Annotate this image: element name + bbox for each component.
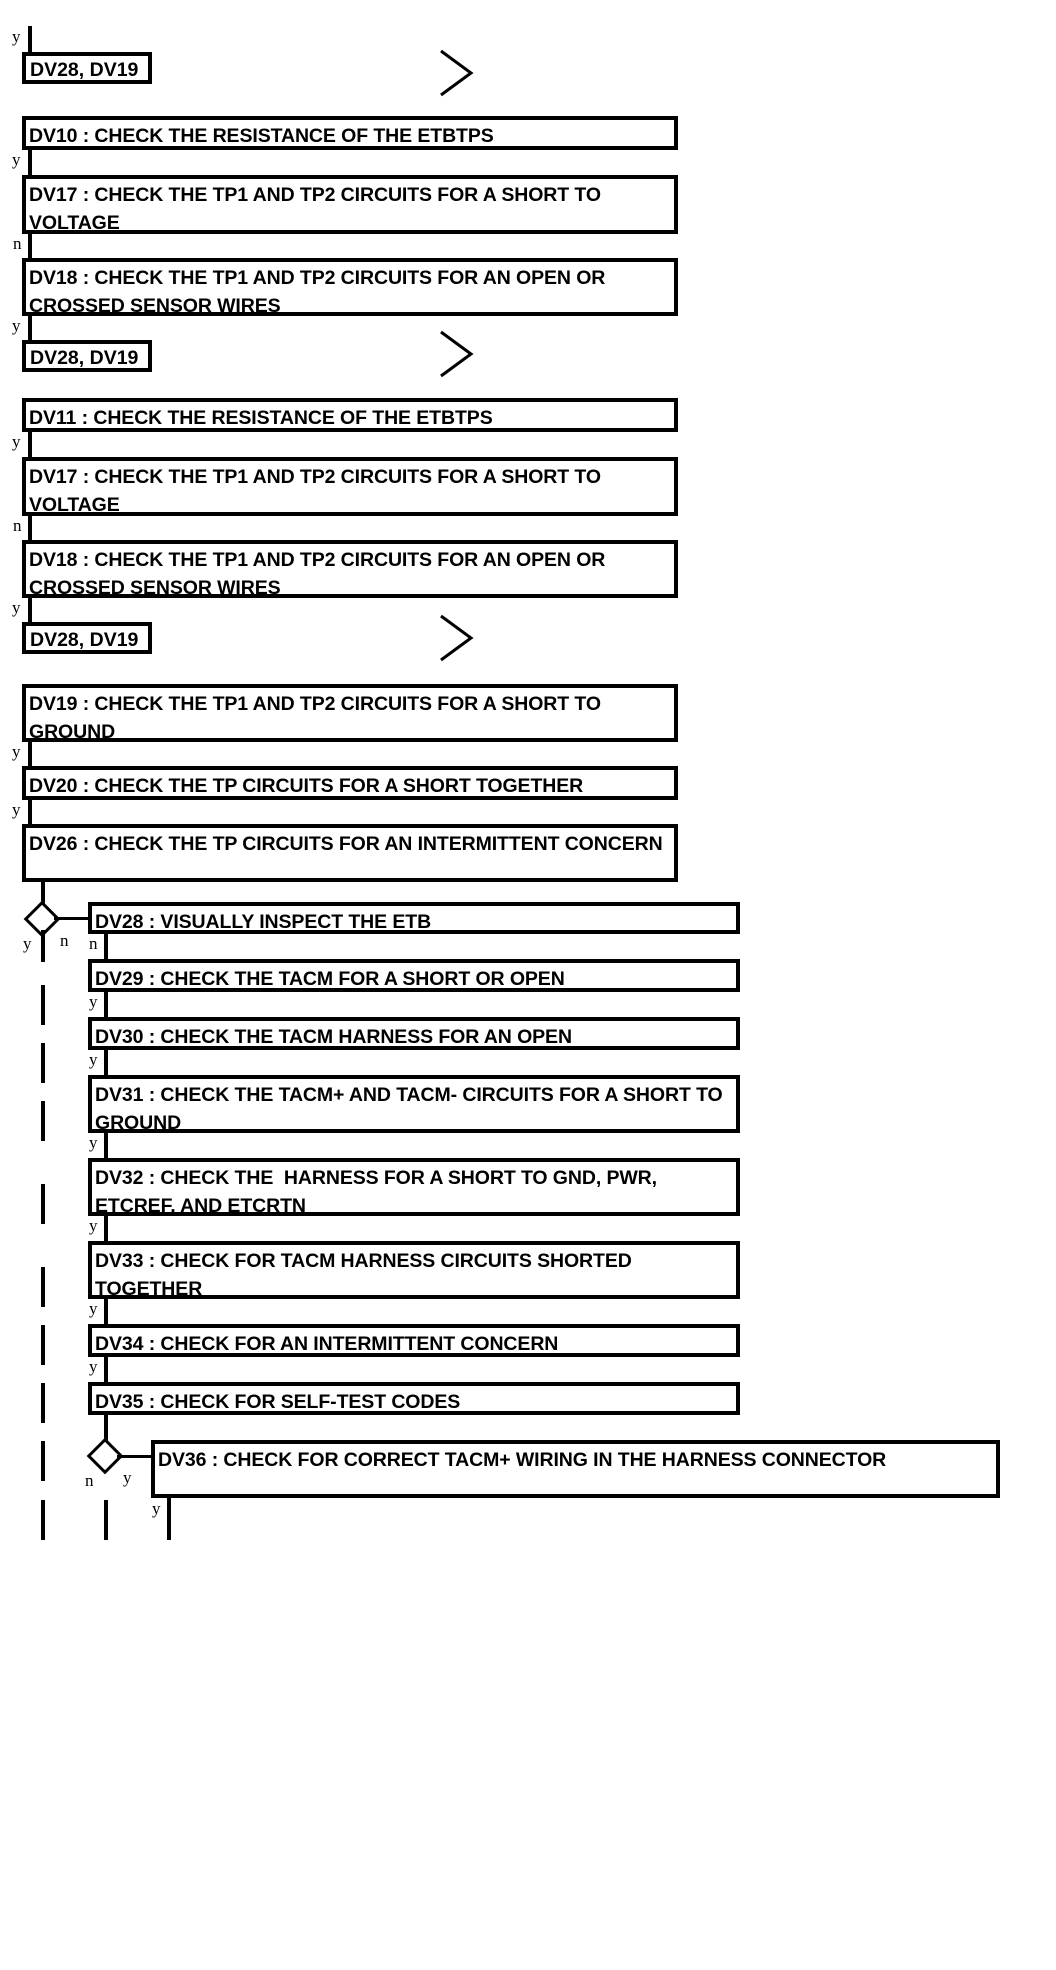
connector-dv26-decision1	[41, 881, 45, 909]
branch2-trunk-segment-1	[104, 1500, 108, 1540]
edge-label-y-decision2: y	[123, 1468, 132, 1487]
connector-decision1-dv28	[54, 917, 91, 920]
connector-dv17a-dv18a	[28, 233, 32, 259]
edge-label-y-dv32: y	[89, 1216, 98, 1235]
step-box-dv33[interactable]: DV33 : CHECK FOR TACM HARNESS CIRCUITS S…	[88, 1241, 740, 1300]
chevron-right-icon-2	[437, 328, 477, 380]
connector-into-ref-1	[28, 26, 32, 54]
step-box-dv30[interactable]: DV30 : CHECK THE TACM HARNESS FOR AN OPE…	[88, 1017, 740, 1050]
step-box-dv20[interactable]: DV20 : CHECK THE TP CIRCUITS FOR A SHORT…	[22, 766, 678, 800]
connector-dv11-dv17b	[28, 431, 32, 457]
step-box-dv10[interactable]: DV10 : CHECK THE RESISTANCE OF THE ETBTP…	[22, 116, 678, 150]
reference-box-ref-2[interactable]: DV28, DV19	[22, 340, 152, 372]
connector-dv30-dv31	[104, 1049, 108, 1075]
connector-dv31-dv32	[104, 1132, 108, 1158]
trunk-segment-4	[41, 1101, 45, 1141]
edge-label-y-dv29: y	[89, 992, 98, 1011]
edge-label-y-dv30: y	[89, 1050, 98, 1069]
edge-label-y-5: y	[12, 598, 21, 617]
edge-label-y-4: y	[12, 432, 21, 451]
edge-label-y-3: y	[12, 316, 21, 335]
edge-label-y-2: y	[12, 150, 21, 169]
edge-label-y-1: y	[12, 27, 21, 46]
trunk-segment-6	[41, 1267, 45, 1307]
connector-dv33-dv34	[104, 1298, 108, 1324]
trunk-segment-10	[41, 1500, 45, 1540]
step-box-dv36[interactable]: DV36 : CHECK FOR CORRECT TACM+ WIRING IN…	[151, 1440, 1000, 1498]
connector-decision2-dv36	[117, 1455, 154, 1458]
step-box-dv19[interactable]: DV19 : CHECK THE TP1 AND TP2 CIRCUITS FO…	[22, 684, 678, 743]
connector-dv28-dv29	[104, 933, 108, 959]
reference-box-ref-1[interactable]: DV28, DV19	[22, 52, 152, 84]
connector-dv36-down	[167, 1497, 171, 1540]
step-box-dv18-b[interactable]: DV18 : CHECK THE TP1 AND TP2 CIRCUITS FO…	[22, 540, 678, 599]
edge-label-y-dv36: y	[152, 1499, 161, 1518]
step-box-dv29[interactable]: DV29 : CHECK THE TACM FOR A SHORT OR OPE…	[88, 959, 740, 992]
step-box-dv35[interactable]: DV35 : CHECK FOR SELF-TEST CODES	[88, 1382, 740, 1415]
connector-dv35-decision2	[104, 1414, 108, 1446]
reference-box-ref-3[interactable]: DV28, DV19	[22, 622, 152, 654]
connector-dv34-dv35	[104, 1356, 108, 1382]
chevron-right-icon-1	[437, 47, 477, 99]
connector-dv20-dv26	[28, 799, 32, 825]
edge-label-n-decision1: n	[60, 931, 69, 950]
edge-label-n-2: n	[13, 516, 22, 535]
connector-dv17b-dv18b	[28, 515, 32, 541]
edge-label-n-dv28: n	[89, 934, 98, 953]
connector-dv10-dv17a	[28, 149, 32, 175]
edge-label-y-dv31: y	[89, 1133, 98, 1152]
step-box-dv17-b[interactable]: DV17 : CHECK THE TP1 AND TP2 CIRCUITS FO…	[22, 457, 678, 516]
trunk-segment-1	[41, 930, 45, 962]
trunk-segment-2	[41, 985, 45, 1025]
connector-dv32-dv33	[104, 1215, 108, 1241]
edge-label-y-dv34: y	[89, 1357, 98, 1376]
step-box-dv31[interactable]: DV31 : CHECK THE TACM+ AND TACM- CIRCUIT…	[88, 1075, 740, 1134]
trunk-segment-7	[41, 1325, 45, 1365]
connector-dv19-dv20	[28, 741, 32, 767]
step-box-dv28[interactable]: DV28 : VISUALLY INSPECT THE ETB	[88, 902, 740, 934]
step-box-dv18-a[interactable]: DV18 : CHECK THE TP1 AND TP2 CIRCUITS FO…	[22, 258, 678, 317]
step-box-dv34[interactable]: DV34 : CHECK FOR AN INTERMITTENT CONCERN	[88, 1324, 740, 1357]
step-box-dv26[interactable]: DV26 : CHECK THE TP CIRCUITS FOR AN INTE…	[22, 824, 678, 882]
edge-label-y-7: y	[12, 800, 21, 819]
edge-label-y-6: y	[12, 742, 21, 761]
connector-dv18b-ref3	[28, 597, 32, 623]
edge-label-y-dv33: y	[89, 1299, 98, 1318]
trunk-segment-3	[41, 1043, 45, 1083]
trunk-segment-9	[41, 1441, 45, 1481]
connector-dv29-dv30	[104, 991, 108, 1017]
step-box-dv32[interactable]: DV32 : CHECK THE HARNESS FOR A SHORT TO …	[88, 1158, 740, 1217]
edge-label-n-1: n	[13, 234, 22, 253]
chevron-right-icon-3	[437, 612, 477, 664]
step-box-dv11[interactable]: DV11 : CHECK THE RESISTANCE OF THE ETBTP…	[22, 398, 678, 432]
trunk-segment-5	[41, 1184, 45, 1224]
step-box-dv17-a[interactable]: DV17 : CHECK THE TP1 AND TP2 CIRCUITS FO…	[22, 175, 678, 234]
edge-label-y-decision1: y	[23, 934, 32, 953]
edge-label-n-decision2: n	[85, 1471, 94, 1490]
connector-dv18a-ref2	[28, 315, 32, 341]
trunk-segment-8	[41, 1383, 45, 1423]
